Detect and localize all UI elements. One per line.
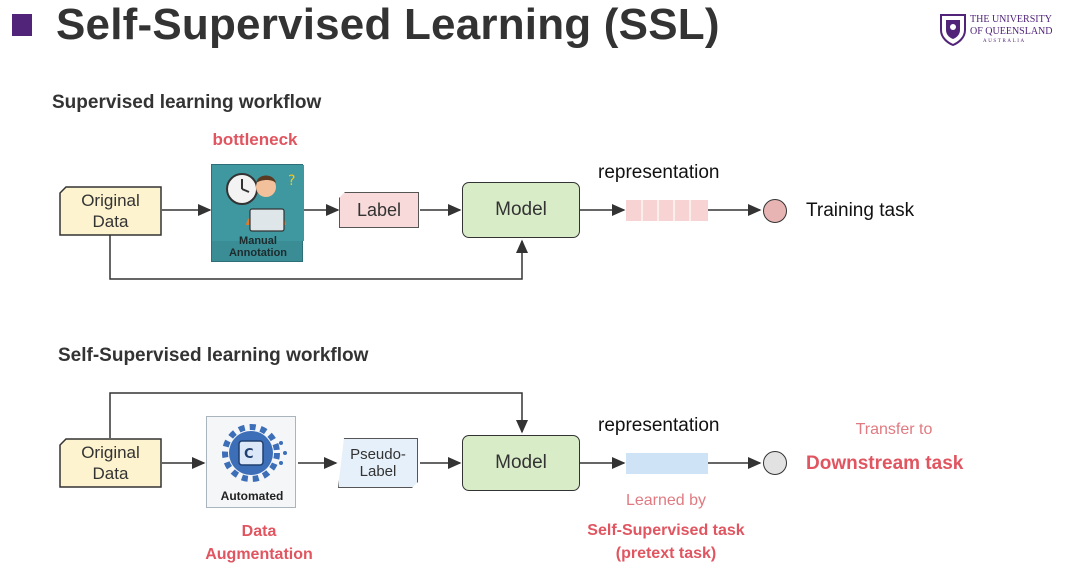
automated-card: C Automated [206,416,296,508]
label-box: Label [339,192,419,228]
model-box-ssl: Model [462,435,580,491]
training-task-node [763,199,787,223]
gear-automation-icon: C [222,424,287,482]
logo-text: The University Of Queensland [970,14,1053,37]
title-bullet [12,14,32,36]
manual-annotation-card: ? Manual Annotation [211,164,304,262]
arrow-data-to-model-top [109,392,528,438]
transfer-to-label: Transfer to [855,421,933,438]
pseudo-label-line1: Pseudo- [350,446,406,463]
manual-annotation-caption: Manual Annotation [228,235,288,259]
data-box-outline [59,186,162,236]
downstream-task-label: Downstream task [806,453,964,474]
automated-caption: Automated [220,489,284,503]
svg-text:C: C [244,447,254,462]
annotator-person-icon: ? [212,165,304,241]
pseudo-label-line2: Label [359,463,397,480]
downstream-task-node [763,451,787,475]
uq-crest-icon [940,14,966,46]
data-label-line1-ssl: Original [81,443,140,462]
representation-bar-supervised [626,200,708,221]
arrow-data-to-model-bypass [109,234,528,280]
bottleneck-label: bottleneck [212,130,298,149]
model-box-supervised: Model [462,182,580,238]
pretext-task-label: Self-Supervised task (pretext task) [587,522,745,562]
representation-bar-ssl [626,453,708,474]
ssl-heading: Self-Supervised learning workflow [58,345,369,366]
data-label-line1: Original [81,191,140,210]
data-label-line2: Data [92,212,129,231]
supervised-heading: Supervised learning workflow [52,92,322,113]
data-augmentation-label: Data Augmentation [205,523,313,563]
representation-label-ssl: representation [598,415,720,436]
svg-text:?: ? [288,173,295,189]
learned-by-label: Learned by [625,492,707,509]
data-box-outline-ssl [59,438,162,488]
pseudo-label-box: Pseudo- Label [338,438,418,488]
representation-label-supervised: representation [598,162,720,183]
training-task-label: Training task [806,200,915,221]
data-label-line2-ssl: Data [92,464,129,483]
page-title: Self-Supervised Learning (SSL) [56,0,720,49]
logo-subtext: AUSTRALIA [983,39,1026,44]
